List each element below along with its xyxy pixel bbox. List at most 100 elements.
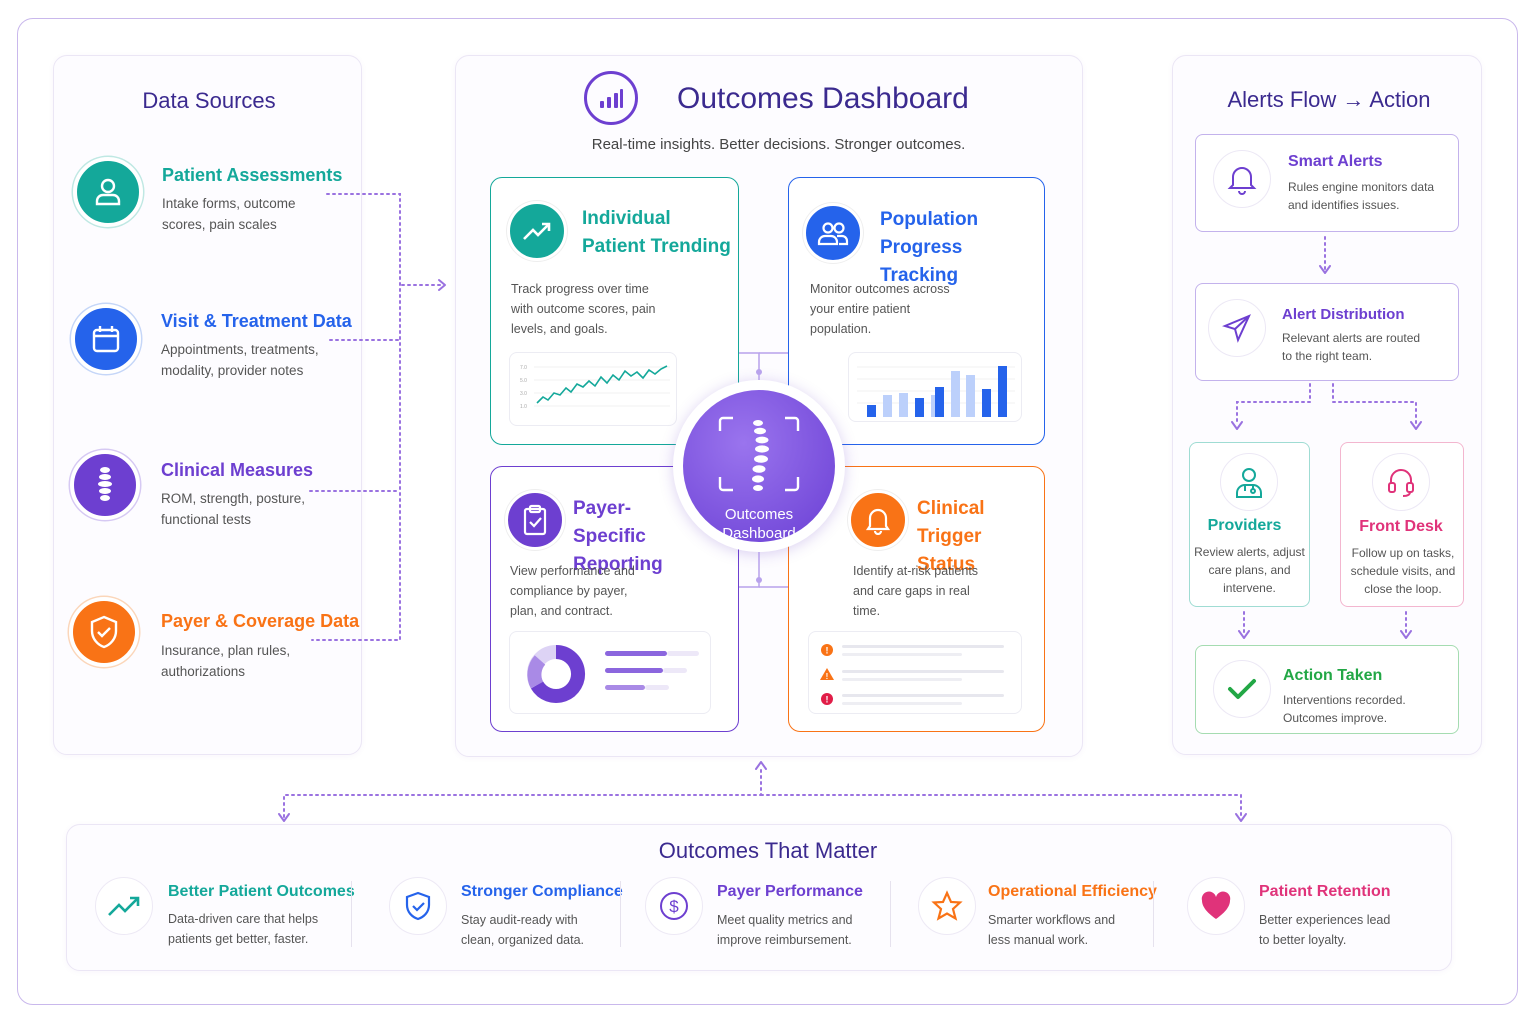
divider [620,881,621,947]
providers-desc: Review alerts, adjust care plans, and in… [1194,545,1305,595]
population-bar [966,375,975,417]
outcome-title-payer: Payer Performance [717,883,863,900]
action-taken-box[interactable] [1195,645,1459,734]
payer-mini-chart [509,631,711,714]
dashboard-subtitle: Real-time insights. Better decisions. St… [591,136,966,153]
payer-bar-bg [663,668,687,673]
center-hub-label: Outcomes Dashboard [722,506,796,542]
population-bar [951,371,960,417]
card-desc-population: Monitor outcomes across your entire pati… [810,282,950,336]
spine-icon [70,450,140,520]
outcome-title-compliance: Stronger Compliance [461,883,623,900]
alerts-title-flow: Alerts Flow [1227,87,1337,112]
heart-icon [1187,877,1245,935]
population-bar [982,389,991,417]
smart-alerts-title: Smart Alerts [1288,153,1383,170]
outcome-title-efficiency: Operational Efficiency [988,883,1157,900]
bar-chart-icon [584,71,638,125]
divider [890,881,891,947]
source-title-visit: Visit & Treatment Data [161,311,352,331]
outcome-desc-compliance: Stay audit-ready with clean, organized d… [461,913,585,947]
action-taken-desc: Interventions recorded. Outcomes improve… [1283,693,1406,725]
trending-up-icon [507,201,567,261]
population-bar [883,395,892,417]
population-bar [935,387,944,417]
doctor-icon [1220,453,1278,511]
front-desk-title: Front Desk [1359,518,1443,535]
bell-icon [848,490,908,550]
divider [351,881,352,947]
source-desc-payer: Insurance, plan rules, authorizations [161,643,291,679]
providers-title: Providers [1207,517,1282,534]
payer-bar [605,668,663,673]
user-icon [73,157,143,227]
shield-check-icon [69,597,139,667]
outcome-desc-patient: Data-driven care that helps patients get… [168,912,319,946]
card-title-population: Population Progress Tracking [880,209,979,286]
outer-frame [17,18,1518,1005]
axis-tick: 3.0 [520,391,527,397]
trend-mini-chart: 7.0 5.0 3.0 1.0 [509,352,677,426]
card-desc-trigger: Identify at-risk patients and care gaps … [853,564,979,618]
smart-alerts-desc: Rules engine monitors data and identifie… [1288,180,1435,212]
card-desc-payer: View performance and compliance by payer… [510,564,635,618]
dashboard-title: Outcomes Dashboard [677,82,969,115]
source-desc-clinical: ROM, strength, posture, functional tests [161,491,306,527]
dollar-icon: $ [645,877,703,935]
outcome-title-patient: Better Patient Outcomes [168,883,355,900]
bell-outline-icon [1213,150,1271,208]
population-bar [899,393,908,417]
clipboard-check-icon [505,490,565,550]
outcomes-title: Outcomes That Matter [658,838,878,863]
outcome-desc-payer: Meet quality metrics and improve reimbur… [717,913,853,947]
svg-text:!: ! [826,646,829,656]
alert-distribution-desc: Relevant alerts are routed to the right … [1282,331,1421,363]
payer-bar [605,651,667,656]
card-title-trending: Individual Patient Trending [582,208,731,257]
users-icon [803,203,863,263]
donut-slice [527,655,546,689]
card-title-payer: Payer-Specific Reporting [573,498,663,575]
front-desk-desc: Follow up on tasks, schedule visits, and… [1350,546,1456,596]
trigger-mini-list: ! ! ! [808,631,1022,714]
trending-up-icon [95,877,153,935]
svg-text:$: $ [669,897,679,916]
source-title-payer: Payer & Coverage Data [161,611,360,631]
population-mini-chart [848,352,1022,422]
card-title-trigger: Clinical Trigger Status [917,498,985,575]
warning-icon [820,668,834,680]
card-desc-trending: Track progress over time with outcome sc… [511,282,656,336]
alerts-title-action: Action [1369,87,1431,112]
donut-slice [530,644,586,703]
trend-line [536,365,668,404]
alerts-title-arrow: → [1342,87,1365,112]
star-icon [918,877,976,935]
alerts-title: Alerts Flow → Action [1172,87,1486,113]
population-bar [998,366,1007,417]
outcome-desc-efficiency: Smarter workflows and less manual work. [988,913,1116,947]
center-hub[interactable]: Outcomes Dashboard [673,380,845,552]
data-sources-title: Data Sources [142,88,276,113]
payer-bar [605,685,645,690]
outcome-desc-retention: Better experiences lead to better loyalt… [1259,913,1391,947]
check-icon [1213,660,1271,718]
source-title-assessments: Patient Assessments [162,165,343,185]
spine-scan-icon [718,416,800,492]
alert-dot-icon [821,644,833,656]
error-dot-icon [821,693,833,705]
calendar-icon [71,304,141,374]
action-taken-title: Action Taken [1283,667,1383,684]
send-icon [1208,299,1266,357]
alert-distribution-title: Alert Distribution [1282,306,1405,323]
source-title-clinical: Clinical Measures [161,460,314,480]
axis-tick: 5.0 [520,378,527,384]
source-desc-visit: Appointments, treatments, modality, prov… [161,342,319,378]
payer-bar-bg [667,651,699,656]
axis-tick: 1.0 [520,404,527,410]
axis-tick: 7.0 [520,365,527,371]
source-desc-assessments: Intake forms, outcome scores, pain scale… [162,196,296,232]
shield-check-icon [389,877,447,935]
svg-text:!: ! [826,695,829,705]
headset-icon [1372,453,1430,511]
outcome-title-retention: Patient Retention [1259,883,1391,900]
